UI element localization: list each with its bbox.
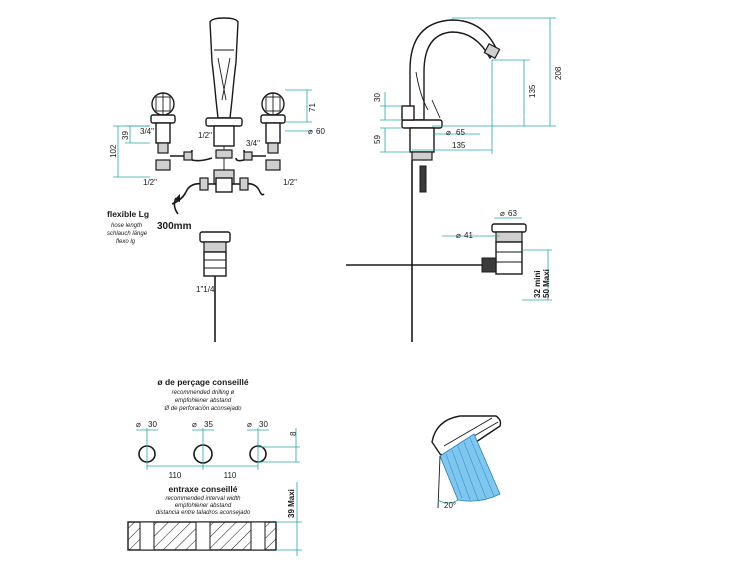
drilling-diagram: ø de perçage conseillé recommended drill… <box>136 377 300 480</box>
waste-thread: 1"1/4 <box>196 285 215 294</box>
svg-text:⌀: ⌀ <box>308 127 313 136</box>
side-dimensions <box>380 17 556 301</box>
svg-text:⌀: ⌀ <box>456 231 461 240</box>
drilling-title: ø de perçage conseillé <box>157 377 248 387</box>
spray-detail: 20° <box>431 415 502 510</box>
flexible-hose-assembly <box>171 177 265 205</box>
dim-102: 102 <box>109 144 118 158</box>
front-spout <box>209 17 239 119</box>
drilling-line-3: Ø de perforación aconsejado <box>163 406 242 412</box>
hose-line-2: schlauch länge <box>107 231 148 237</box>
svg-text:⌀: ⌀ <box>500 209 505 218</box>
thread-12-center: 1/2" <box>198 131 212 140</box>
dim-63: 63 <box>508 209 517 218</box>
interval-line-2: empfohlener abstand <box>175 503 232 509</box>
thread-34-right: 3/4" <box>246 139 260 148</box>
interval-diagram: entraxe conseillé recommended interval w… <box>127 482 302 556</box>
interval-title: entraxe conseillé <box>169 484 238 494</box>
dim-39: 39 <box>121 131 130 140</box>
drill-diameter-2: 35 <box>204 420 213 429</box>
side-view: 208 135 30 59 ⌀ 65 135 ⌀ 63 ⌀ 41 32 mini… <box>346 17 563 342</box>
svg-text:⌀: ⌀ <box>192 420 197 429</box>
svg-text:⌀: ⌀ <box>136 420 141 429</box>
front-spout-collar <box>205 117 243 127</box>
svg-text:⌀: ⌀ <box>446 128 451 137</box>
svg-text:⌀: ⌀ <box>247 420 252 429</box>
drill-dim-8: 8 <box>289 431 298 436</box>
dim-59: 59 <box>373 135 382 144</box>
thread-12-left: 1/2" <box>143 178 157 187</box>
interval-max: 39 Maxi <box>287 489 296 518</box>
drill-span-2: 110 <box>224 471 237 480</box>
dim-65: 65 <box>456 128 465 137</box>
hose-line-3: flexo lg <box>116 239 136 245</box>
water-spray <box>439 433 501 502</box>
dim-30: 30 <box>373 93 382 102</box>
dim-60: 60 <box>316 127 325 136</box>
hose-line-1: hose length <box>111 223 143 229</box>
waste-max: 50 Maxi <box>542 269 551 298</box>
waste-min: 32 mini <box>533 270 542 298</box>
spray-streams <box>445 437 495 501</box>
spray-angle: 20° <box>444 501 456 510</box>
hose-length: 300mm <box>157 221 192 232</box>
dim-135-vertical: 135 <box>528 84 537 98</box>
dim-41: 41 <box>464 231 473 240</box>
dim-208: 208 <box>554 66 563 80</box>
thread-12-right: 1/2" <box>283 178 297 187</box>
drill-span-1: 110 <box>169 471 182 480</box>
interval-line-3: distancia entre taladros aconsejado <box>156 510 251 516</box>
left-handle <box>150 92 193 171</box>
front-view: 71 60 ⌀ 39 102 3/4" 1/2" 3/4" 1/2" 1/2" … <box>107 17 325 342</box>
drilling-line-2: empfohlener abstand <box>175 398 232 404</box>
thread-34-left: 3/4" <box>140 127 154 136</box>
drill-diameter-1: 30 <box>148 420 157 429</box>
drilling-line-1: recommended drilling ø <box>172 390 235 396</box>
dim-135-horizontal: 135 <box>452 141 466 150</box>
drill-diameter-3: 30 <box>259 420 268 429</box>
interval-line-1: recommended interval width <box>165 496 241 502</box>
front-dimensions <box>113 89 312 178</box>
hose-title: flexible Lg <box>107 209 149 219</box>
front-waste <box>199 231 231 342</box>
side-spout <box>409 19 497 121</box>
dim-71: 71 <box>308 103 317 112</box>
side-waste <box>481 223 527 275</box>
right-handle <box>243 92 286 171</box>
